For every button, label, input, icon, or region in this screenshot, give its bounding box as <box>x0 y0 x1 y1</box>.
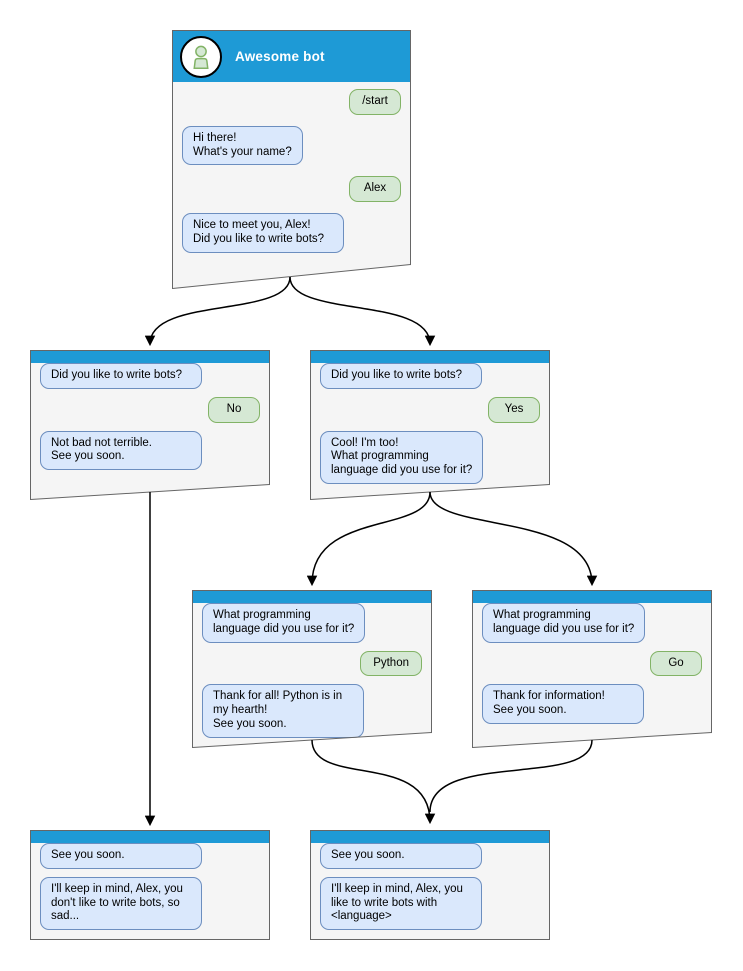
user-message-bubble: Go <box>650 651 702 677</box>
window-titlebar <box>31 351 269 363</box>
chat-window-root: Awesome bot /start Hi there! What's your… <box>172 30 411 289</box>
window-titlebar <box>193 591 431 603</box>
edge-branch-go-to-end-yes <box>429 739 593 813</box>
bot-message-bubble: Not bad not terrible. See you soon. <box>40 431 202 471</box>
edge-branch-yes-to-branch-python <box>306 491 431 587</box>
user-message-bubble: No <box>208 397 260 423</box>
chat-window-titlebar: Awesome bot <box>173 31 410 82</box>
edge-branch-python-to-end-yes <box>311 739 436 825</box>
bot-message-bubble: Did you like to write bots? <box>40 363 202 389</box>
user-message-bubble: Python <box>360 651 422 677</box>
person-icon <box>186 42 216 72</box>
chat-window-branch-go: What programming language did you use fo… <box>472 590 712 748</box>
chat-messages: What programming language did you use fo… <box>473 603 711 724</box>
window-titlebar <box>473 591 711 603</box>
edge-root-to-branch-no <box>144 276 291 347</box>
window-titlebar <box>311 831 549 843</box>
chat-messages: See you soon. I'll keep in mind, Alex, y… <box>31 843 269 931</box>
bot-message-bubble: Cool! I'm too! What programming language… <box>320 431 483 484</box>
bot-message-bubble: What programming language did you use fo… <box>482 603 645 643</box>
chat-messages: Did you like to write bots? No Not bad n… <box>31 363 269 470</box>
chat-window-end-no: See you soon. I'll keep in mind, Alex, y… <box>30 830 270 940</box>
bot-message-bubble: What programming language did you use fo… <box>202 603 365 643</box>
user-message-bubble: Yes <box>488 397 540 423</box>
chat-messages: Did you like to write bots? Yes Cool! I'… <box>311 363 549 484</box>
bot-avatar <box>180 36 222 78</box>
chat-messages: What programming language did you use fo… <box>193 603 431 738</box>
bot-message-bubble: Did you like to write bots? <box>320 363 482 389</box>
chat-window-branch-yes: Did you like to write bots? Yes Cool! I'… <box>310 350 550 500</box>
user-message-bubble: /start <box>349 89 401 115</box>
bot-message-bubble: See you soon. <box>320 843 482 869</box>
window-titlebar <box>31 831 269 843</box>
bot-message-bubble: Thank for information! See you soon. <box>482 684 644 724</box>
user-message-bubble: Alex <box>349 176 401 202</box>
chat-window-branch-no: Did you like to write bots? No Not bad n… <box>30 350 270 500</box>
chat-window-title: Awesome bot <box>235 49 325 64</box>
chat-window-branch-python: What programming language did you use fo… <box>192 590 432 748</box>
edge-branch-yes-to-branch-go <box>429 491 598 587</box>
chat-messages: /start Hi there! What's your name? Alex … <box>173 82 410 253</box>
bot-message-bubble: See you soon. <box>40 843 202 869</box>
bot-message-bubble: Nice to meet you, Alex! Did you like to … <box>182 213 344 253</box>
edge-root-to-branch-yes <box>289 276 436 347</box>
window-titlebar <box>311 351 549 363</box>
chat-messages: See you soon. I'll keep in mind, Alex, y… <box>311 843 549 931</box>
bot-message-bubble: I'll keep in mind, Alex, you don't like … <box>40 876 202 931</box>
bot-message-bubble: I'll keep in mind, Alex, you like to wri… <box>320 876 482 931</box>
bot-message-bubble: Hi there! What's your name? <box>182 126 303 166</box>
chat-window-end-yes: See you soon. I'll keep in mind, Alex, y… <box>310 830 550 940</box>
bot-message-bubble: Thank for all! Python is in my hearth! S… <box>202 684 364 737</box>
